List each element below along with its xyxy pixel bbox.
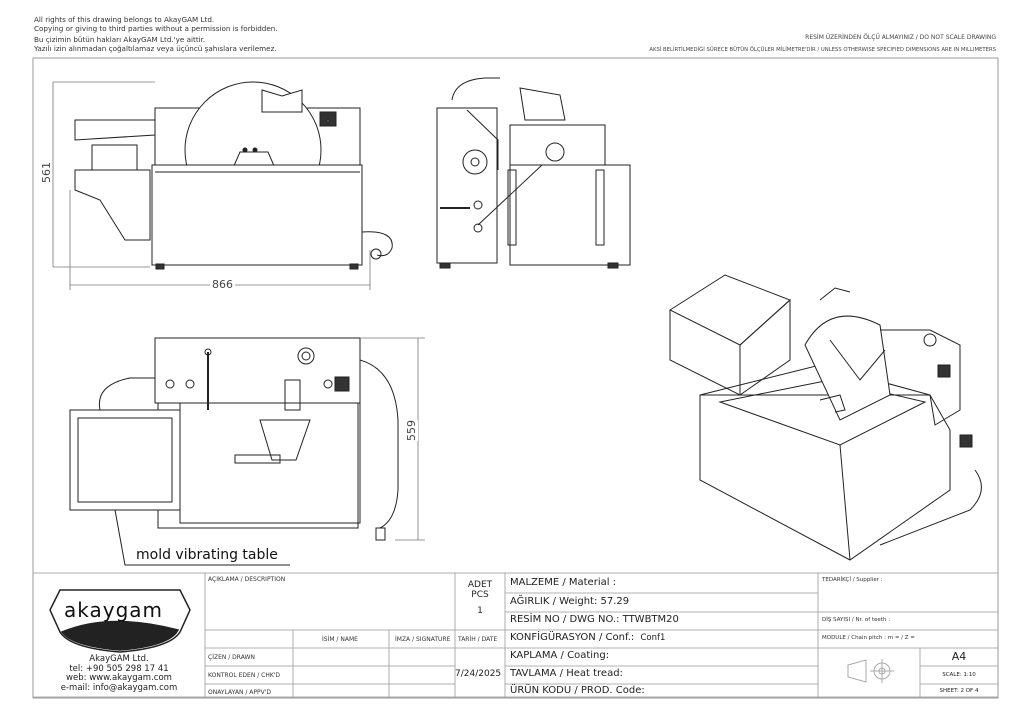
- front-view: [74, 81, 393, 270]
- dimension-width: 866: [210, 278, 235, 291]
- qty-value: 1: [477, 606, 483, 616]
- scale-value: SCALE: 1:10: [942, 672, 976, 678]
- copyright-line: Copying or giving to third parties witho…: [34, 23, 278, 33]
- supplier-field: TEDARİKÇİ / Supplier :: [822, 577, 883, 583]
- akaygam-logo: [49, 589, 191, 653]
- dimension-height: 561: [40, 162, 53, 183]
- projection-symbol-icon: [847, 659, 894, 683]
- weight-field: AĞIRLIK / Weight: 57.29: [510, 596, 630, 607]
- scale-note: RESİM ÜZERİNDEN ÖLÇÜ ALMAYINIZ / DO NOT …: [805, 34, 996, 41]
- coating-field: KAPLAMA / Coating:: [510, 650, 610, 661]
- qty-label: ADET: [467, 580, 493, 590]
- copyright-line: Bu çizimin bütün hakları AkayGAM Ltd.'ye…: [34, 35, 206, 45]
- title-block-grid: [32, 572, 999, 698]
- top-dimensions: [360, 337, 425, 541]
- dwg-no-field: RESİM NO / DWG NO.: TTWBTM20: [510, 614, 679, 625]
- top-view: [69, 337, 399, 541]
- company-contact: AkayGAM Ltd. tel: +90 505 298 17 41 web:…: [33, 654, 205, 693]
- approved-label: ONAYLAYAN / APPV'D: [208, 689, 271, 696]
- name-header: İSİM / NAME: [322, 636, 358, 643]
- teeth-field: DİŞ SAYISI / Nr. of teeth :: [822, 617, 891, 623]
- sheet-value: SHEET: 2 OF 4: [939, 688, 979, 694]
- conf-value: Conf1: [640, 633, 666, 643]
- side-view: [436, 77, 631, 269]
- date-value: 7/24/2025: [455, 669, 502, 679]
- company-tel: tel: +90 505 298 17 41: [69, 663, 169, 674]
- paper-size: A4: [951, 650, 967, 663]
- logo-wordmark: akaygam: [64, 598, 164, 622]
- copyright-line: All rights of this drawing belongs to Ak…: [34, 15, 215, 24]
- callout-leader: [114, 509, 290, 566]
- module-field: MODULE / Chain pitch : m = / Z =: [822, 635, 915, 641]
- description-label: AÇIKLAMA / DESCRIPTION: [208, 576, 286, 583]
- material-field: MALZEME / Material :: [510, 577, 617, 588]
- units-note: AKSİ BELİRTİLMEDİĞİ SÜRECE BÜTÜN ÖLÇÜLER…: [649, 47, 996, 53]
- dimension-depth: 559: [405, 420, 418, 441]
- company-web: web: www.akaygam.com: [66, 673, 172, 683]
- copyright-notice: All rights of this drawing belongs to Ak…: [34, 15, 278, 53]
- qty-label: PCS: [471, 590, 489, 600]
- quantity-cell: ADET PCS 1: [455, 580, 505, 616]
- product-code-field: ÜRÜN KODU / PROD. Code:: [510, 685, 645, 696]
- heat-treat-field: TAVLAMA / Heat tread:: [510, 668, 623, 679]
- callout-label: mold vibrating table: [136, 547, 278, 563]
- conf-label: KONFİGÜRASYON / Conf.:: [510, 632, 635, 643]
- drawing-frame: [32, 57, 999, 699]
- company-name: AkayGAM Ltd.: [89, 654, 149, 664]
- drawn-label: ÇİZEN / DRAWN: [208, 654, 255, 661]
- checked-label: KONTROL EDEN / CHK'D: [208, 672, 281, 679]
- signature-header: İMZA / SIGNATURE: [395, 636, 451, 643]
- company-email: e-mail: info@akaygam.com: [60, 682, 178, 693]
- date-header: TARİH / DATE: [458, 636, 498, 643]
- isometric-view: [668, 274, 982, 561]
- copyright-line: Yazılı izin alınmadan çoğaltılamaz veya …: [34, 43, 277, 53]
- configuration-field: KONFİGÜRASYON / Conf.: Conf1: [510, 632, 665, 643]
